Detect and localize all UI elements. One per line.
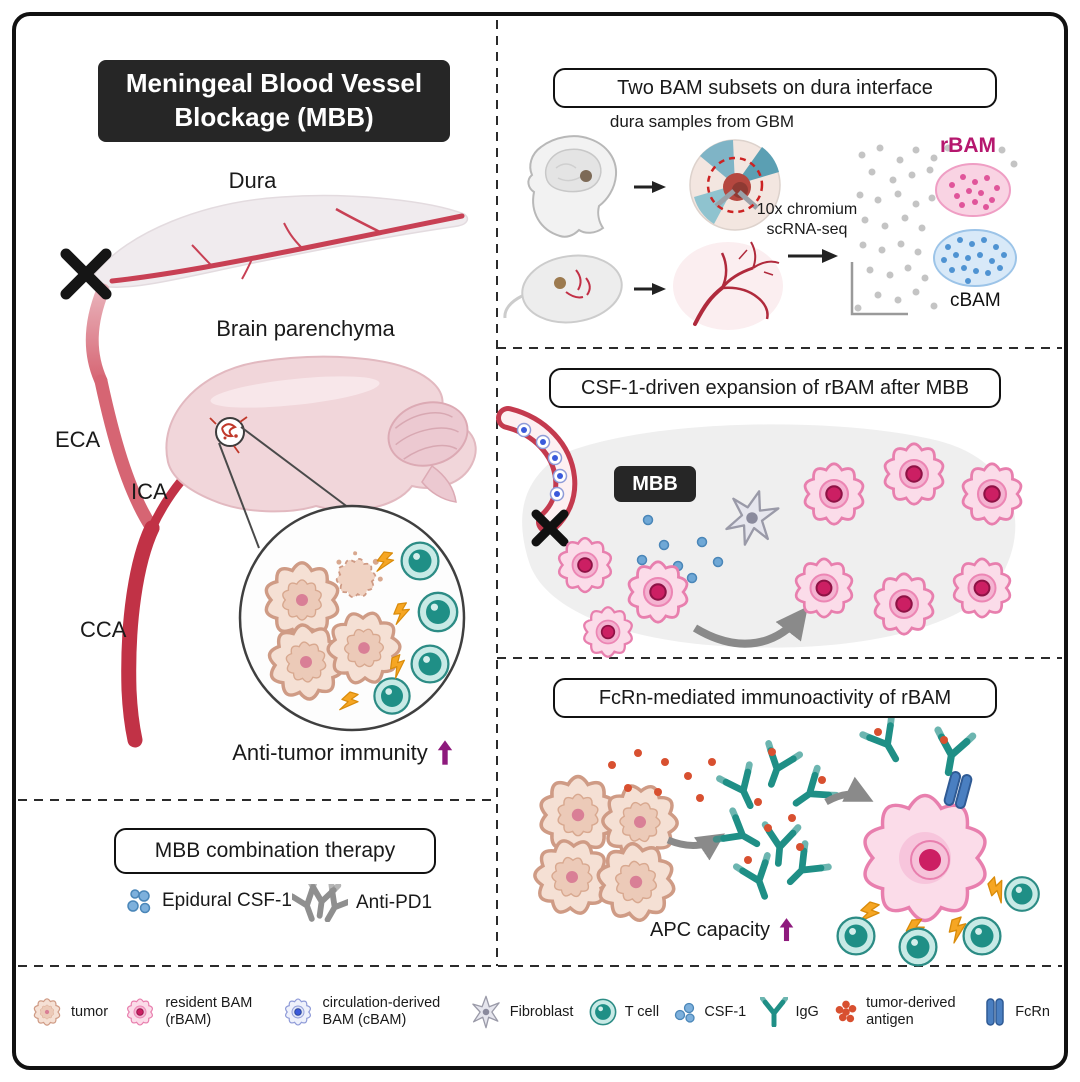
apc-capacity-label: APC capacity <box>650 918 771 941</box>
antigen-dots-icon <box>835 1000 857 1023</box>
dura-label: Dura <box>228 168 277 193</box>
up-arrow-icon <box>437 740 452 765</box>
expansion-illustration <box>496 406 1021 657</box>
mouse-dura-illustration <box>503 254 623 324</box>
antibody-icons <box>292 884 348 922</box>
fcrn-illustration <box>528 718 1040 967</box>
therapy-item-csf1: Epidural CSF-1 <box>124 886 292 916</box>
expansion-arrow <box>692 606 808 648</box>
tumor-site-marker <box>209 416 248 454</box>
magnifier-inset <box>218 426 466 732</box>
legend-label: resident BAM (rBAM) <box>165 995 253 1028</box>
arrow-to-scatter <box>788 249 838 263</box>
panel-fcrn-title: FcRn-mediated immunoactivity of rBAM <box>598 686 952 709</box>
main-title-line2: Blockage (MBB) <box>174 102 374 132</box>
ica-label: ICA <box>131 479 168 504</box>
tumor-cell-icon <box>30 995 64 1029</box>
arrow-head-to-surgery <box>634 181 666 193</box>
t-cell-icon <box>589 998 617 1026</box>
dashed-dividers <box>18 20 1062 967</box>
cbam-cell-icon <box>280 994 316 1030</box>
brain-illustration <box>165 355 477 513</box>
apc-capacity: APC capacity <box>650 916 795 944</box>
legend-item-tumor: tumor <box>30 995 108 1029</box>
dura-samples-caption: dura samples from GBM <box>609 112 795 131</box>
igg-antibody-icon <box>760 997 788 1027</box>
legend-item-csf1: CSF-1 <box>673 1000 746 1024</box>
cbam-cluster-label: cBAM <box>950 290 1001 311</box>
legend-item-fibroblast: Fibroblast <box>469 995 574 1029</box>
rbam-cell-icon <box>122 994 158 1030</box>
therapy-csf1-label: Epidural CSF-1 <box>162 890 292 911</box>
therapy-title-box: MBB combination therapy <box>114 828 436 874</box>
therapy-antipd1-label: Anti-PD1 <box>356 892 433 913</box>
csf1-dots-icon <box>127 889 151 914</box>
fcrn-receptor <box>942 770 974 810</box>
panel-expansion-title-box: CSF-1-driven expansion of rBAM after MBB <box>549 368 1001 408</box>
antigen-dots <box>608 749 716 802</box>
scrnaseq-method-label: 10x chromium scRNA-seq <box>756 201 858 238</box>
gbm-head-illustration <box>527 135 618 238</box>
legend-item-resident-bam: resident BAM (rBAM) <box>122 994 265 1030</box>
legend-label: Fibroblast <box>509 1003 574 1020</box>
anti-tumor-immunity: Anti-tumor immunity <box>198 738 488 768</box>
arrow-mouse-to-vessels <box>634 283 666 295</box>
legend-label: T cell <box>624 1003 660 1020</box>
legend-item-fcrn: FcRn <box>982 996 1050 1028</box>
legend-item-cbam: circulation-derived BAM (cBAM) <box>280 994 455 1030</box>
dura-illustration <box>93 194 469 288</box>
legend-label: circulation-derived BAM (cBAM) <box>322 995 441 1028</box>
legend-item-antigen: tumor-derived antigen <box>833 995 968 1028</box>
blockage-x-icon <box>60 248 112 300</box>
fibroblast-cell-icon <box>472 995 500 1029</box>
up-arrow-icon <box>779 918 794 942</box>
legend-label: tumor-derived antigen <box>866 995 956 1028</box>
legend-label: tumor <box>71 1003 109 1020</box>
panel-fcrn-title-box: FcRn-mediated immunoactivity of rBAM <box>553 678 997 718</box>
panel-expansion-title: CSF-1-driven expansion of rBAM after MBB <box>581 376 969 399</box>
arrow-tumor-to-igg <box>666 833 725 861</box>
panel-subsets-title: Two BAM subsets on dura interface <box>617 76 933 99</box>
main-title: Meningeal Blood Vessel Blockage (MBB) <box>98 60 450 142</box>
scrnaseq-scatter-plot <box>850 144 1018 316</box>
blocked-dural-vessel <box>496 406 578 534</box>
dura-vessel-tree <box>673 241 783 330</box>
arrow-igg-to-macrophage <box>824 776 874 806</box>
main-title-line1: Meningeal Blood Vessel <box>125 68 423 99</box>
mbb-badge-label: MBB <box>632 472 678 495</box>
legend-item-tcell: T cell <box>588 997 659 1027</box>
carotid-vessels <box>85 283 231 748</box>
panel-subsets-title-box: Two BAM subsets on dura interface <box>553 68 997 108</box>
therapy-title: MBB combination therapy <box>154 839 396 862</box>
legend-label: IgG <box>795 1003 819 1020</box>
legend-label: FcRn <box>1015 1003 1050 1020</box>
macrophage-cell <box>863 793 987 923</box>
anti-tumor-immunity-label: Anti-tumor immunity <box>232 740 428 765</box>
fcrn-icon <box>986 998 1005 1026</box>
rbam-cluster-label: rBAM <box>940 134 996 157</box>
therapy-item-antipd1: Anti-PD1 <box>292 884 432 922</box>
surgery-illustration <box>689 139 781 231</box>
legend-label: CSF-1 <box>704 1003 747 1020</box>
legend-item-igg: IgG <box>760 997 819 1027</box>
mbb-badge: MBB <box>614 466 696 502</box>
blockage-x-icon-2 <box>531 509 569 547</box>
eca-label: ECA <box>55 427 101 452</box>
igg-cluster <box>716 743 836 902</box>
csf1-dots-icon <box>675 1002 695 1023</box>
cca-label: CCA <box>80 617 127 642</box>
brain-parenchyma-label: Brain parenchyma <box>216 316 395 341</box>
legend-bar: tumor resident BAM (rBAM) circulation-de… <box>30 972 1050 1052</box>
